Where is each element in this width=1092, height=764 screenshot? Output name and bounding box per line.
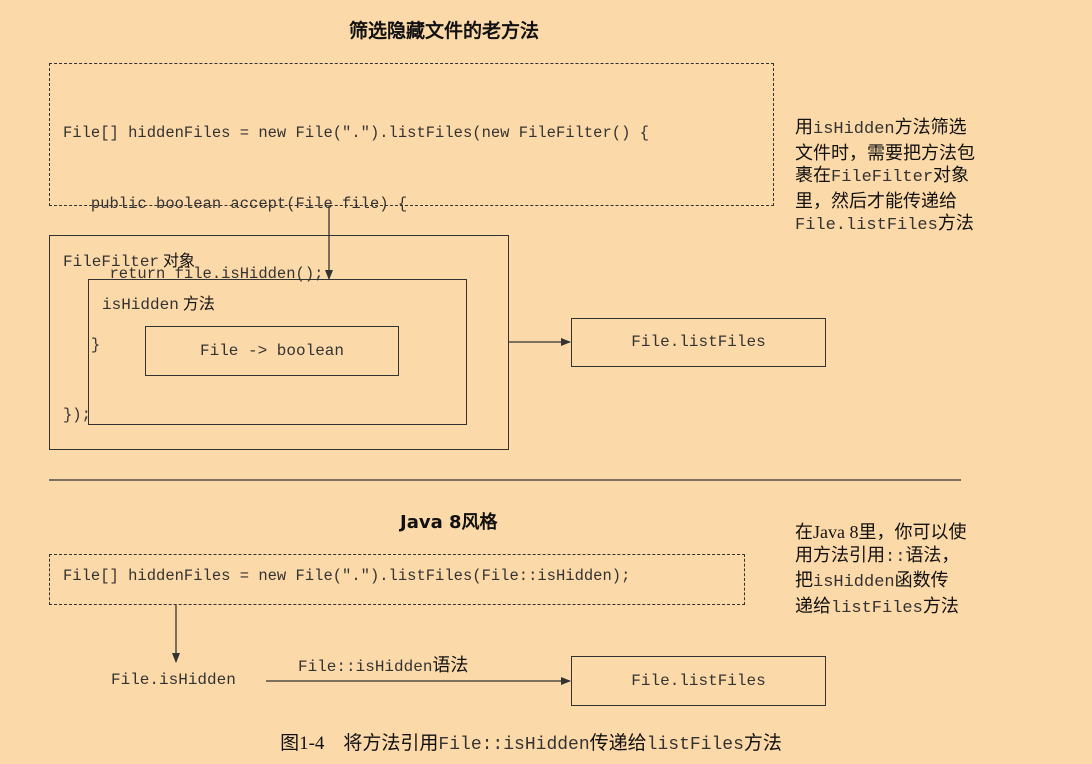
annotation-line: 裹在FileFilter对象 bbox=[795, 164, 975, 190]
annotation-line: 递给listFiles方法 bbox=[795, 595, 966, 621]
ishidden-method-label: isHidden 方法 bbox=[102, 290, 215, 314]
listfiles-box-bottom: File.listFiles bbox=[571, 656, 826, 706]
annotation-text: 里，然后才能传递给 bbox=[795, 190, 957, 211]
ishidden-label-text: 方法 bbox=[182, 294, 215, 313]
annotation-line: 把isHidden函数传 bbox=[795, 569, 966, 595]
annotation-code: listFiles bbox=[831, 598, 923, 618]
annotation-line: 里，然后才能传递给 bbox=[795, 190, 975, 213]
function-signature-box: File -> boolean bbox=[145, 326, 399, 376]
method-ref-code: File::isHidden bbox=[298, 658, 433, 676]
old-method-annotation: 用isHidden方法筛选文件时，需要把方法包裹在FileFilter对象里，然… bbox=[795, 116, 975, 238]
annotation-text: 语法， bbox=[905, 544, 960, 565]
java8-code-line: File[] hiddenFiles = new File(".").listF… bbox=[63, 567, 631, 585]
ishidden-label-code: isHidden bbox=[102, 296, 179, 314]
annotation-text: 把 bbox=[795, 570, 813, 590]
code-line: } bbox=[63, 335, 101, 354]
annotation-text: 函数传 bbox=[894, 570, 949, 590]
filefilter-label-code: FileFilter bbox=[63, 253, 160, 271]
top-section-title: 筛选隐藏文件的老方法 bbox=[348, 20, 539, 42]
code-line: }); bbox=[63, 406, 91, 424]
annotation-line: 用isHidden方法筛选 bbox=[795, 116, 975, 142]
figure-caption: 图1-4 将方法引用File::isHidden传递给listFiles方法 bbox=[0, 728, 1062, 755]
listfiles-box-top: File.listFiles bbox=[571, 318, 826, 367]
code-line: public boolean accept(File file) { bbox=[63, 194, 408, 213]
annotation-text: 方法 bbox=[922, 595, 959, 616]
filefilter-label-text: 对象 bbox=[163, 251, 196, 270]
caption-prefix: 图1-4 将方法引用 bbox=[280, 733, 439, 754]
annotation-text: 在Java 8里，你可以使 bbox=[795, 522, 967, 542]
caption-suffix: 方法 bbox=[743, 733, 782, 754]
java8-annotation: 在Java 8里，你可以使用方法引用::语法，把isHidden函数传递给lis… bbox=[795, 521, 966, 620]
annotation-code: FileFilter bbox=[831, 168, 934, 187]
caption-code-1: File::isHidden bbox=[438, 735, 590, 755]
annotation-line: 在Java 8里，你可以使 bbox=[795, 521, 966, 544]
filefilter-object-label: FileFilter 对象 bbox=[63, 247, 195, 271]
annotation-text: 用方法引用 bbox=[795, 544, 885, 565]
code-line: return file.isHidden(); bbox=[63, 265, 324, 283]
method-reference-arrow-label: File::isHidden语法 bbox=[298, 651, 468, 677]
filefilter-object-box: FileFilter 对象 bbox=[49, 235, 509, 450]
annotation-line: File.listFiles方法 bbox=[795, 212, 975, 238]
bottom-section-title: Java 8风格 bbox=[400, 512, 498, 533]
annotation-text: 裹在 bbox=[795, 165, 831, 185]
annotation-text: 方法筛选 bbox=[894, 117, 967, 137]
method-ref-text: 语法 bbox=[432, 655, 469, 675]
code-line: File[] hiddenFiles = new File(".").listF… bbox=[63, 124, 649, 142]
annotation-code: isHidden bbox=[813, 573, 895, 592]
annotation-text: 文件时，需要把方法包 bbox=[795, 142, 975, 163]
annotation-text: 对象 bbox=[933, 165, 970, 185]
annotation-line: 用方法引用::语法， bbox=[795, 544, 966, 570]
annotation-code: File.listFiles bbox=[795, 216, 938, 235]
old-code-box: File[] hiddenFiles = new File(".").listF… bbox=[49, 63, 774, 424]
annotation-code: isHidden bbox=[813, 120, 895, 139]
source-ishidden-label: File.isHidden bbox=[111, 671, 236, 689]
annotation-line: 文件时，需要把方法包 bbox=[795, 142, 975, 165]
java8-code-box: File[] hiddenFiles = new File(".").listF… bbox=[49, 554, 745, 605]
ishidden-method-box: isHidden 方法 bbox=[88, 279, 467, 425]
annotation-text: 用 bbox=[795, 117, 813, 137]
annotation-text: 递给 bbox=[795, 595, 831, 616]
annotation-text: 方法 bbox=[937, 213, 974, 233]
annotation-code: :: bbox=[885, 547, 906, 567]
caption-mid: 传递给 bbox=[589, 733, 647, 754]
old-code-block: File[] hiddenFiles = new File(".").listF… bbox=[63, 75, 649, 475]
caption-code-2: listFiles bbox=[646, 735, 744, 755]
